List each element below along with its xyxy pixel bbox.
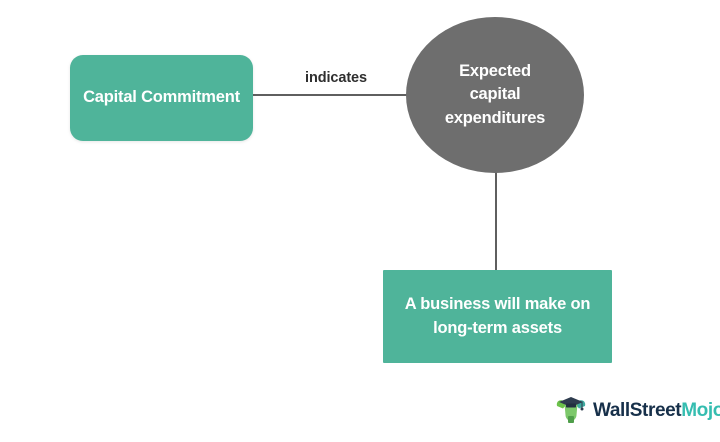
wallstreetmojo-bull-graduation-cap-icon <box>556 397 586 423</box>
node-expected-capital-expenditures-label: Expected capital expenditures <box>444 61 546 127</box>
connector-expenditures-to-assets <box>495 170 497 271</box>
edge-label-indicates: indicates <box>305 70 367 86</box>
node-capital-commitment[interactable]: Capital Commitment <box>70 55 253 141</box>
wallstreetmojo-logo-text: WallStreetMojo <box>593 400 720 422</box>
connector-capital-commitment-to-expenditures <box>252 94 412 96</box>
node-business-long-term-assets[interactable]: A business will make on long-term assets <box>383 270 612 363</box>
node-expected-capital-expenditures[interactable]: Expected capital expenditures <box>406 17 584 173</box>
node-business-long-term-assets-label: A business will make on long-term assets <box>404 294 591 337</box>
node-capital-commitment-label: Capital Commitment <box>83 88 240 107</box>
logo-text-secondary: Mojo <box>681 400 720 421</box>
wallstreetmojo-logo: WallStreetMojo <box>556 395 720 427</box>
logo-text-primary: WallStreet <box>593 400 682 421</box>
